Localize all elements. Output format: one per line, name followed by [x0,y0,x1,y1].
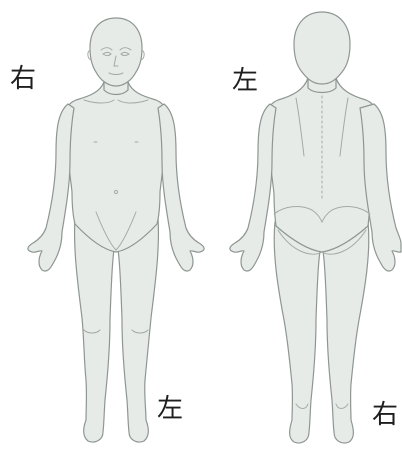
front-right-leg [116,218,158,442]
back-right-leg [322,222,369,443]
front-head [90,18,142,86]
back-left-leg [274,222,322,443]
back-left-arm [230,104,276,271]
front-torso [64,82,169,252]
front-top-side-label: 右 [10,66,36,92]
back-top-side-label: 左 [232,68,258,94]
front-right-arm [158,104,204,271]
front-body-figure [28,18,204,442]
back-torso [266,78,379,252]
back-head [294,12,350,84]
back-bottom-side-label: 右 [372,402,398,428]
front-bottom-side-label: 左 [157,396,183,422]
front-left-leg [75,218,116,442]
front-left-arm [28,104,74,271]
